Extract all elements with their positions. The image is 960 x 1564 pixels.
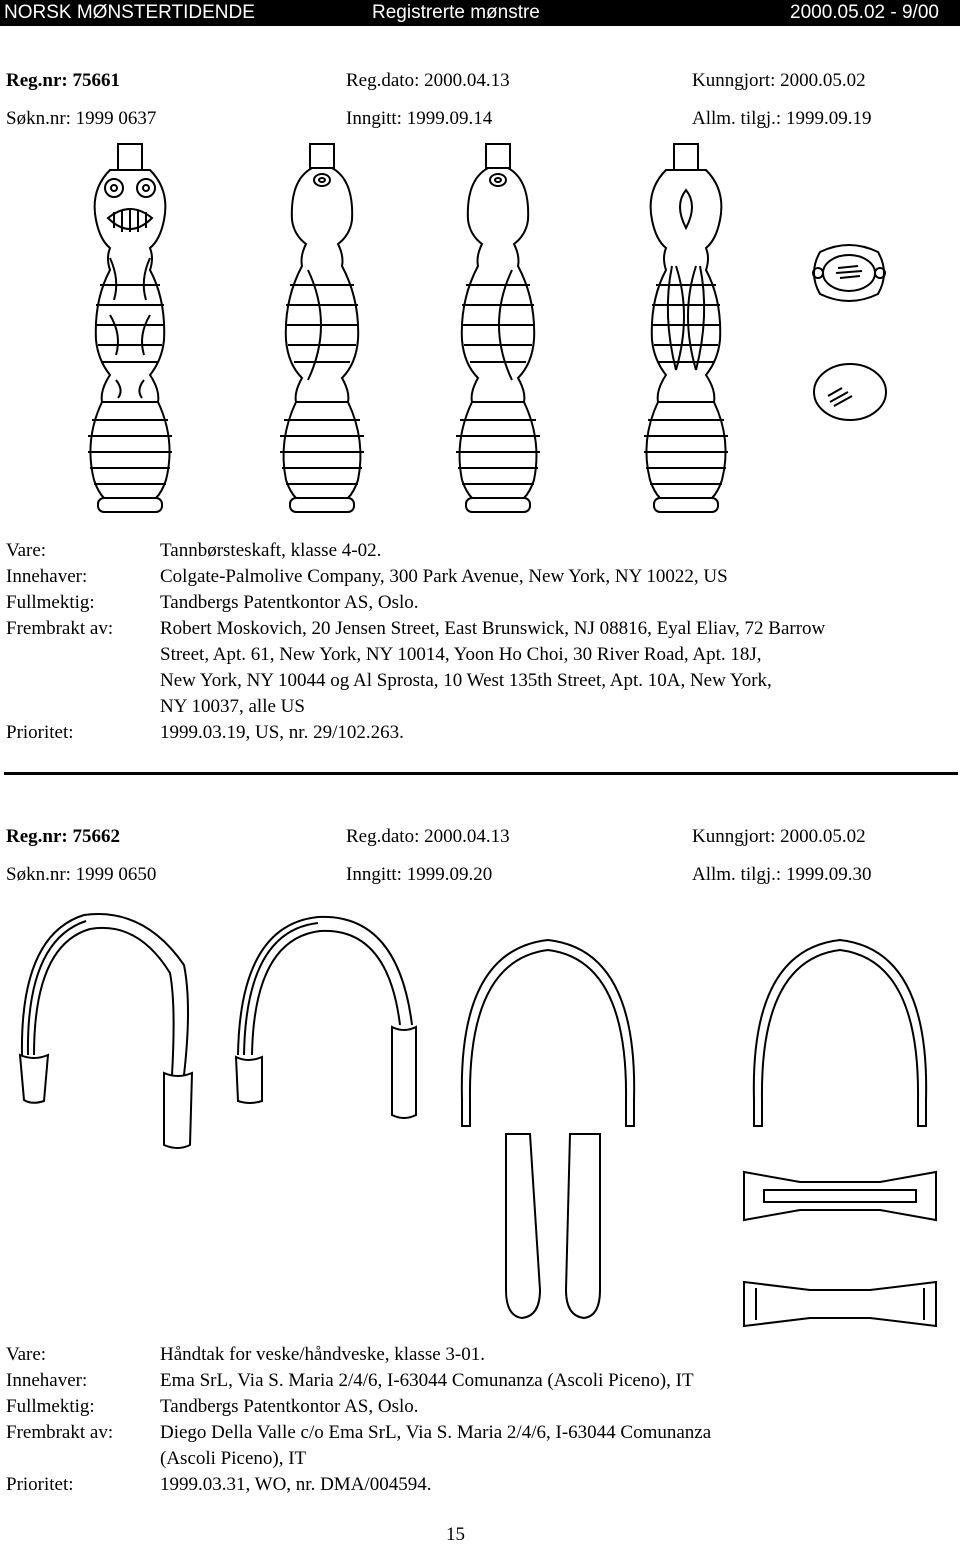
field-value-frembrakt-line: (Ascoli Piceno), IT: [160, 1448, 307, 1469]
field-label-vare: Vare:: [6, 1344, 47, 1365]
field-value-frembrakt-line: Street, Apt. 61, New York, NY 10014, Yoo…: [160, 644, 762, 665]
reg-number: Reg.nr: 75661: [6, 70, 120, 91]
field-value-vare: Tannbørsteskaft, klasse 4-02.: [160, 540, 382, 561]
public-date: Allm. tilgj.: 1999.09.19: [692, 108, 872, 129]
field-label-fullmektig: Fullmektig:: [6, 1396, 95, 1417]
design-figure-handle-side: [280, 143, 364, 513]
filed-date: Inngitt: 1999.09.20: [346, 864, 493, 885]
field-label-innehaver: Innehaver:: [6, 1370, 88, 1391]
field-value-prioritet: 1999.03.31, WO, nr. DMA/004594.: [160, 1474, 432, 1495]
field-label-frembrakt: Frembrakt av:: [6, 1422, 114, 1443]
section-title: Registrerte mønstre: [372, 2, 540, 23]
announced-date: Kunngjort: 2000.05.02: [692, 826, 866, 847]
design-figure-bag-handle-flat: [743, 1170, 937, 1222]
design-figure-bag-handle-perspective: [18, 913, 194, 1149]
field-label-innehaver: Innehaver:: [6, 566, 88, 587]
design-figure-bag-handle-side: [234, 915, 417, 1119]
reg-date: Reg.dato: 2000.04.13: [346, 826, 510, 847]
field-label-prioritet: Prioritet:: [6, 722, 74, 743]
application-number: Søkn.nr: 1999 0637: [6, 108, 157, 129]
filed-date: Inngitt: 1999.09.14: [346, 108, 493, 129]
field-value-innehaver: Colgate-Palmolive Company, 300 Park Aven…: [160, 566, 728, 587]
publication-title: NORSK MØNSTERTIDENDE: [4, 2, 255, 23]
entry-divider: [4, 772, 958, 775]
reg-number: Reg.nr: 75662: [6, 826, 120, 847]
design-figure-bag-handle-underside: [743, 1280, 937, 1328]
field-label-frembrakt: Frembrakt av:: [6, 618, 114, 639]
issue-info: 2000.05.02 - 9/00: [790, 2, 939, 23]
field-label-vare: Vare:: [6, 540, 47, 561]
field-value-frembrakt-line: NY 10037, alle US: [160, 696, 305, 717]
reg-date: Reg.dato: 2000.04.13: [346, 70, 510, 91]
field-label-fullmektig: Fullmektig:: [6, 592, 95, 613]
field-value-vare: Håndtak for veske/håndveske, klasse 3-01…: [160, 1344, 486, 1365]
field-value-fullmektig: Tandbergs Patentkontor AS, Oslo.: [160, 1396, 419, 1417]
field-value-frembrakt-line: New York, NY 10044 og Al Sprosta, 10 Wes…: [160, 670, 772, 691]
field-value-frembrakt-line: Diego Della Valle c/o Ema SrL, Via S. Ma…: [160, 1422, 712, 1443]
design-figure-handle-side-opposite: [456, 143, 540, 513]
design-figure-bag-handle-ends: [505, 1133, 601, 1320]
design-figure-handle-front: [88, 143, 172, 513]
page-header: NORSK MØNSTERTIDENDE Registrerte mønstre…: [0, 0, 960, 26]
design-figure-handle-top: [812, 244, 886, 302]
field-value-fullmektig: Tandbergs Patentkontor AS, Oslo.: [160, 592, 419, 613]
design-figure-bag-handle-rear: [752, 938, 928, 1127]
design-figure-handle-bottom: [813, 363, 887, 421]
page-number: 15: [446, 1524, 465, 1545]
announced-date: Kunngjort: 2000.05.02: [692, 70, 866, 91]
public-date: Allm. tilgj.: 1999.09.30: [692, 864, 872, 885]
field-value-frembrakt-line: Robert Moskovich, 20 Jensen Street, East…: [160, 618, 826, 639]
application-number: Søkn.nr: 1999 0650: [6, 864, 157, 885]
field-value-innehaver: Ema SrL, Via S. Maria 2/4/6, I-63044 Com…: [160, 1370, 694, 1391]
field-value-prioritet: 1999.03.19, US, nr. 29/102.263.: [160, 722, 404, 743]
field-label-prioritet: Prioritet:: [6, 1474, 74, 1495]
design-figure-handle-back: [644, 143, 728, 513]
design-figure-bag-handle-front: [460, 938, 636, 1127]
